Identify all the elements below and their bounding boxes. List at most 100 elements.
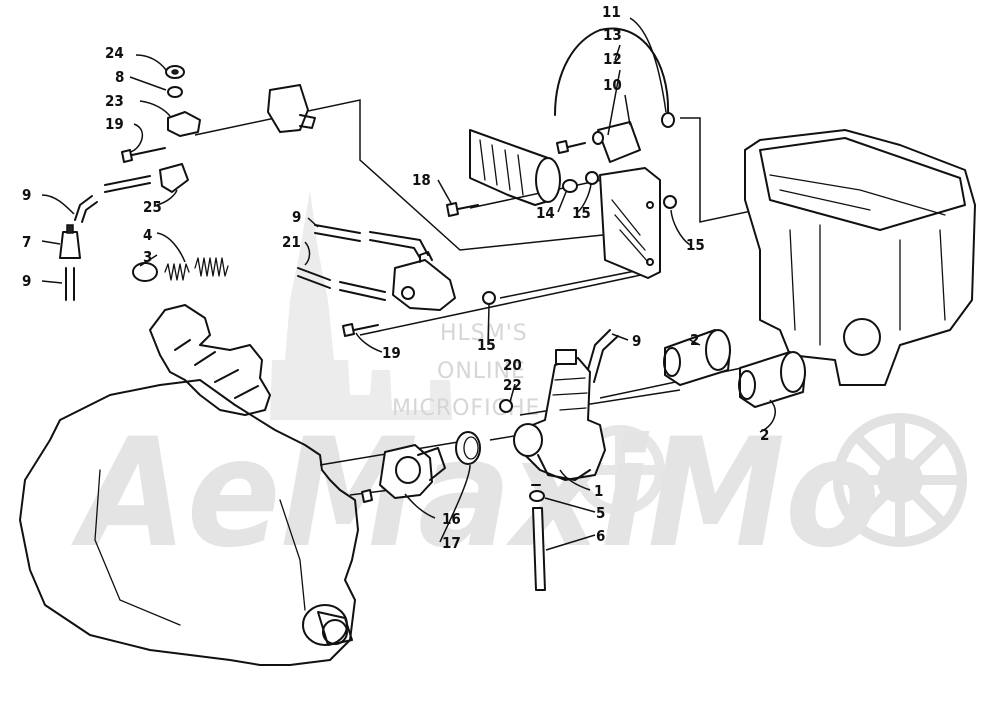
nut-24-hole	[171, 69, 179, 75]
fuel-pump-body	[392, 259, 456, 311]
hose-9-upper-a	[314, 224, 361, 242]
bolt-19-top-shaft	[131, 147, 166, 156]
callout-21: 21	[282, 233, 301, 251]
carburetor	[513, 349, 606, 481]
bolt-19-top	[121, 149, 133, 163]
clip-23	[167, 111, 201, 137]
handlebar-end	[535, 157, 561, 203]
callout-7: 7	[22, 233, 31, 251]
callout-1: 1	[594, 482, 603, 500]
callout-23: 23	[105, 92, 124, 110]
air-box-outline	[744, 129, 976, 386]
boot-lower-front	[738, 370, 756, 400]
callout-16: 16	[442, 510, 461, 528]
nut-15-right	[663, 195, 677, 209]
adapter-bolt-head	[361, 489, 373, 503]
nut-15-pump	[482, 291, 496, 305]
hose-short	[104, 175, 151, 193]
callout-19-top: 19	[105, 115, 124, 133]
filter-7-cap	[66, 224, 74, 234]
cable-loop	[554, 27, 670, 116]
callout-6: 6	[596, 527, 605, 545]
air-box-detail	[769, 174, 946, 346]
bracket-hole-1	[646, 201, 654, 209]
callout-2-lower: 2	[760, 426, 769, 444]
watermark-line-1: HLSM'S	[440, 321, 528, 346]
air-box-lid	[759, 137, 966, 231]
spring-4a	[164, 263, 190, 281]
carb-cap	[555, 349, 577, 365]
boot-upper-rim	[705, 329, 731, 371]
washer-10	[592, 131, 604, 145]
engine	[19, 304, 359, 666]
loop-outline	[554, 27, 670, 116]
bracket-hole-2	[646, 258, 654, 266]
throttle-block-bracket	[299, 114, 316, 129]
mounting-bracket-hatch	[611, 199, 649, 263]
watermark-skyline	[250, 190, 452, 420]
boot-lower-rim	[780, 351, 806, 393]
fuel-pump	[392, 251, 456, 311]
callout-12: 12	[603, 50, 622, 68]
hardware-center	[342, 112, 677, 503]
hose-21-b	[339, 281, 386, 301]
callout-25: 25	[143, 198, 162, 216]
handlebar-control	[469, 129, 561, 206]
clamp-5	[529, 490, 545, 502]
callout-5: 5	[596, 504, 605, 522]
nut-14	[562, 179, 578, 193]
washer-8	[167, 86, 183, 98]
hose-21-a	[297, 267, 331, 289]
engine-crankcase-detail	[94, 469, 306, 626]
throttle-lever	[597, 121, 661, 279]
drain-tube	[529, 484, 546, 591]
callout-13: 13	[603, 26, 622, 44]
fitting-25	[159, 163, 189, 193]
bolt-19-lower-shaft	[353, 324, 379, 331]
engine-shaft-body	[317, 611, 353, 646]
bolt-12-shaft	[567, 142, 586, 148]
callouts: 1 2 2 3 4 5 6 7 8 9 9 9 9 10 11 12 13 14…	[22, 3, 769, 552]
bolt-12-head	[556, 140, 569, 154]
callout-11: 11	[602, 3, 621, 21]
carb-detail	[552, 377, 588, 411]
watermark-brand: AeMaxiMo	[71, 407, 880, 581]
hose-9-carb	[584, 329, 619, 383]
carb-adapter	[379, 444, 446, 499]
carb-body	[519, 357, 606, 481]
drain-tube-body	[532, 507, 546, 591]
bolt-18-shaft	[457, 204, 479, 210]
carb-bore	[513, 423, 543, 457]
callout-14: 14	[536, 204, 555, 222]
callout-15-bracket: 15	[572, 204, 591, 222]
engine-outline	[19, 379, 359, 666]
callout-9-left-bottom: 9	[22, 272, 31, 290]
watermark-line-2: ONLINE	[437, 359, 526, 384]
adapter-flange	[379, 444, 433, 499]
clamp-17	[455, 431, 481, 465]
callout-20: 20	[503, 356, 522, 374]
nut-11	[661, 112, 675, 128]
fuel-pump-port	[401, 286, 415, 300]
lever-plate	[597, 121, 641, 163]
nut-22	[499, 399, 513, 413]
callout-15-right: 15	[686, 236, 705, 254]
hose-9-bottom	[65, 267, 75, 301]
callout-17: 17	[442, 534, 461, 552]
callout-9-carb-hose: 9	[632, 332, 641, 350]
bolt-18-head	[446, 202, 459, 217]
hose-9-upper-b	[369, 231, 429, 259]
fuel-hoses	[297, 224, 619, 383]
callout-3: 3	[143, 248, 152, 266]
callout-18: 18	[412, 171, 431, 189]
adapter-tube	[417, 447, 446, 481]
clamp-17-inner	[463, 436, 479, 460]
filter-7	[59, 231, 81, 259]
bolt-19-lower-head	[342, 323, 355, 337]
callout-2-upper: 2	[690, 331, 699, 349]
leader-lines	[41, 17, 776, 551]
nut-15-top	[585, 171, 599, 185]
handlebar-grip-ribs	[479, 139, 524, 196]
carb-bowl	[537, 454, 591, 481]
